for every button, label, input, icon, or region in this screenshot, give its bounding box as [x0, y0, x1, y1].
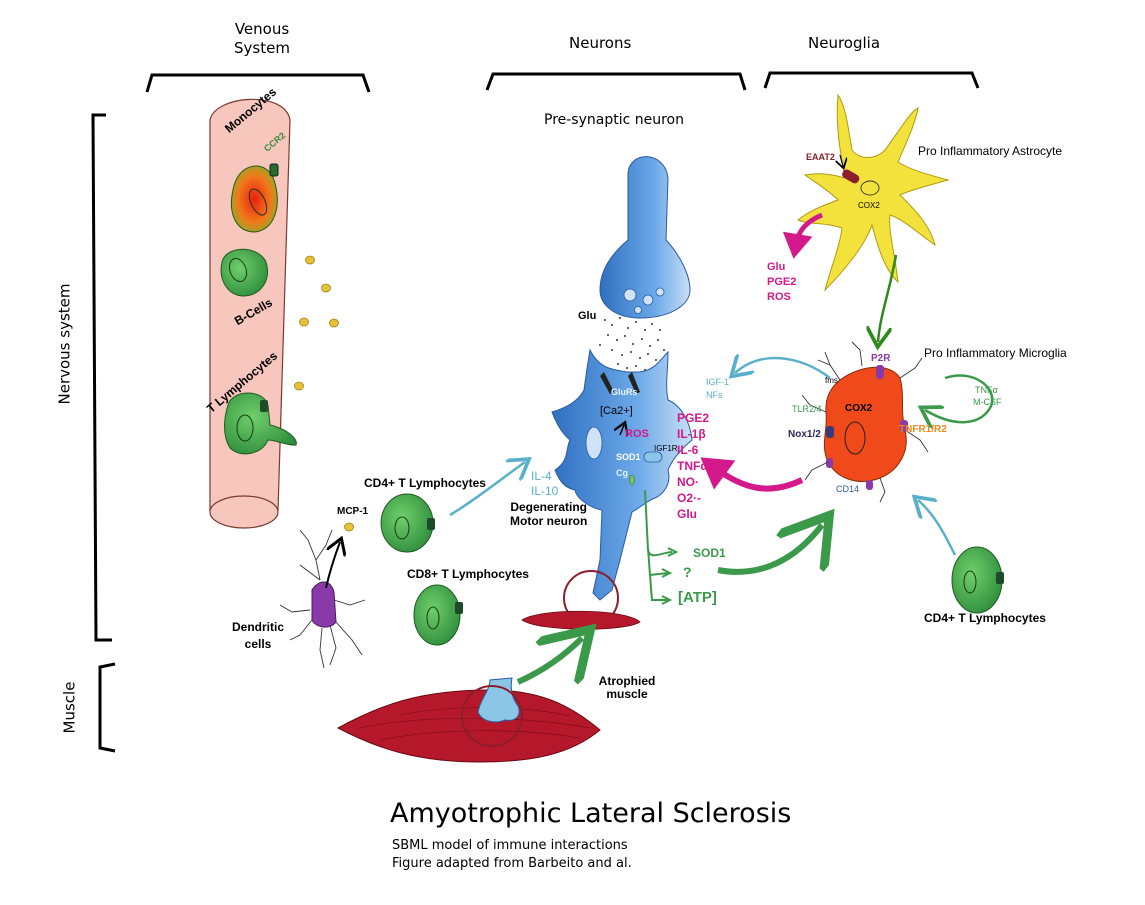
label-igf1: IGF-1 [706, 377, 730, 387]
arrow-neuron-branches [644, 489, 673, 601]
arrow-atp-head [661, 595, 673, 605]
arrow-neuron-to-microglia [717, 525, 822, 575]
label-question: ? [683, 564, 692, 580]
arrow-astrocyte-to-glu [782, 212, 824, 259]
glutamate-dots [599, 317, 665, 371]
arrow-microglia-to-neuron-cytokines [700, 457, 804, 492]
header-neuroglia: Neuroglia [808, 34, 881, 52]
cd8-lymphocyte [413, 584, 463, 646]
label-atp: [ATP] [678, 589, 717, 606]
bracket-venous [145, 73, 371, 93]
dendritic-cell [279, 529, 366, 669]
header-muscle: Muscle [60, 681, 79, 734]
astrocyte [797, 93, 950, 292]
label-eaat2: EAAT2 [806, 152, 835, 162]
label-pro-microglia: Pro Inflammatory Microglia [924, 346, 1067, 360]
label-il10: IL-10 [531, 484, 559, 498]
bracket-nervous [91, 113, 112, 642]
label-p2r: P2R [871, 353, 891, 364]
arrow-ros-up [620, 425, 624, 435]
label-sod1-neuron: SOD1 [616, 452, 641, 462]
monocyte-cell [231, 163, 279, 233]
label-tnfr: TNFR1/R2 [899, 424, 947, 435]
label-dendritic: Dendritic cells [231, 620, 284, 651]
label-cox2-astro: COX2 [858, 201, 880, 210]
caption-line-2: Figure adapted from Barbeito and al. [392, 856, 632, 871]
arrow-cd4-to-neuron [449, 462, 525, 517]
microglia [801, 341, 929, 503]
cytokine-no: NO· [677, 475, 699, 489]
motor-neuron [551, 348, 693, 601]
label-cd4-left: CD4+ T Lymphocytes [364, 476, 486, 490]
label-astro-pge2: PGE2 [767, 276, 797, 288]
bracket-muscle [98, 662, 116, 753]
header-venous-system: Venous System [234, 20, 290, 57]
arrow-cd4-right-to-microglia [918, 500, 957, 556]
label-igf1r: IGF1R [654, 444, 678, 453]
label-tlr24: TLR2/4 [792, 404, 822, 414]
cytokine-pge2: PGE2 [677, 411, 710, 425]
cytokine-list: PGE2 IL-1β IL-6 TNFα NO· O2·- Glu [677, 410, 709, 522]
bracket-neuroglia [763, 71, 980, 89]
label-glurs: GluRs [611, 387, 638, 397]
arrow-microglia-loop [925, 374, 994, 422]
bracket-neurons [485, 72, 747, 91]
label-tnfa-loop: TNFα [975, 385, 998, 395]
arrow-sod1-head [667, 547, 679, 557]
arrow-dendritic-mcp1 [325, 542, 340, 589]
label-astro-glu: Glu [767, 261, 786, 273]
label-astro-ros: ROS [767, 291, 791, 303]
cytokine-o2: O2·- [677, 491, 701, 505]
chemokine-particles [294, 255, 354, 532]
label-cd8: CD8+ T Lymphocytes [407, 567, 529, 581]
cd4-lymphocyte-left [380, 493, 435, 553]
arrow-eaat2 [840, 154, 843, 166]
label-pro-astrocyte: Pro Inflammatory Astrocyte [918, 144, 1063, 158]
caption-line-1: SBML model of immune interactions [392, 838, 628, 853]
header-nervous-system: Nervous system [55, 283, 74, 405]
muscle-small [521, 610, 641, 630]
label-ros-neuron: ROS [625, 428, 649, 440]
cytokine-tnfa: TNFα [677, 459, 708, 473]
cytokine-il1b: IL-1β [677, 427, 706, 441]
label-cg: Cg [616, 468, 628, 478]
arrow-microglia-to-neuron-igf [735, 358, 831, 379]
label-nox12: Nox1/2 [788, 429, 821, 440]
label-sod1-out: SOD1 [693, 546, 726, 560]
label-cd14: CD14 [836, 484, 860, 494]
label-fms: fms [825, 376, 838, 385]
header-neurons: Neurons [569, 34, 632, 52]
label-ca2: [Ca2+] [600, 405, 633, 417]
label-atrophied: Atrophied muscle [598, 674, 656, 701]
arrow-q-head [661, 568, 673, 578]
label-cox2-micro: COX2 [845, 403, 873, 414]
pre-synaptic-neuron [599, 156, 691, 319]
label-glu: Glu [578, 310, 597, 322]
cd4-lymphocyte-right [951, 546, 1004, 614]
label-degenerating: Degenerating Motor neuron [510, 500, 588, 528]
arrow-astrocyte-to-microglia [878, 254, 898, 342]
t-lymphocyte-vessel [224, 392, 297, 455]
caption-title: Amyotrophic Lateral Sclerosis [390, 798, 792, 829]
muscle-large [336, 677, 601, 763]
cytokine-il6: IL-6 [677, 443, 699, 457]
caption-subtitle: SBML model of immune interactions Figure… [392, 837, 632, 873]
cytokine-glu: Glu [677, 507, 697, 521]
label-cd4-right: CD4+ T Lymphocytes [924, 611, 1046, 625]
label-mcp1: MCP-1 [337, 506, 369, 517]
arrow-muscle-to-neuron [516, 638, 582, 685]
label-pre-synaptic: Pre-synaptic neuron [544, 112, 684, 128]
label-nfs: NFs [706, 390, 723, 400]
b-cell [220, 248, 268, 297]
label-il4: IL-4 [531, 469, 552, 483]
label-mcsf: M-CSF [973, 397, 1002, 407]
